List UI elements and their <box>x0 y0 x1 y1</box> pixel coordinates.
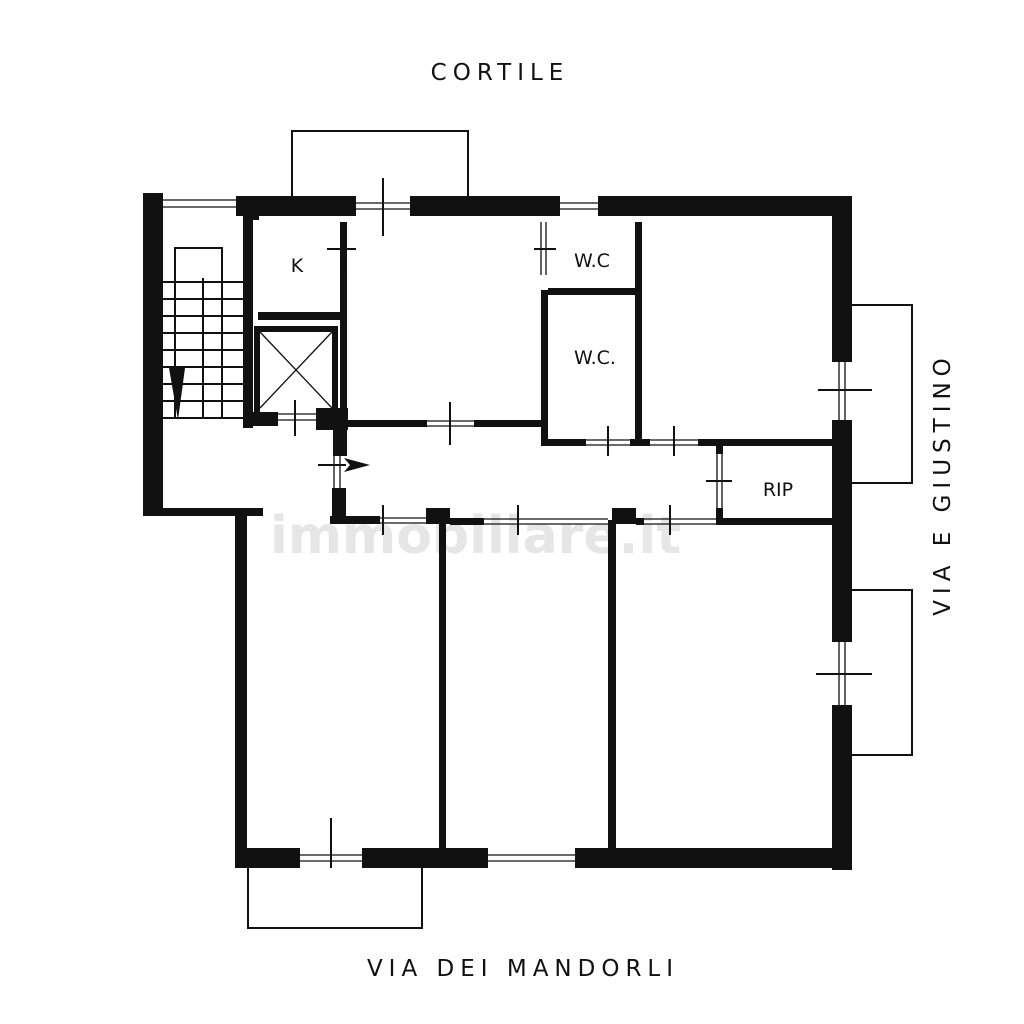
street-label-bottom: VIA DEI MANDORLI <box>367 956 679 982</box>
street-label-top: CORTILE <box>431 60 570 86</box>
windows-doors <box>149 178 872 868</box>
room-label-wc1: W.C <box>574 250 610 272</box>
elevator-shaft <box>259 331 333 409</box>
walls <box>143 193 852 870</box>
balconies <box>247 130 913 929</box>
room-label-wc2: W.C. <box>574 347 616 369</box>
staircase <box>160 247 243 420</box>
street-label-right: VIA E GIUSTINO <box>930 352 956 616</box>
room-label-kitchen: K <box>291 255 304 277</box>
room-label-storage: RIP <box>763 479 793 501</box>
